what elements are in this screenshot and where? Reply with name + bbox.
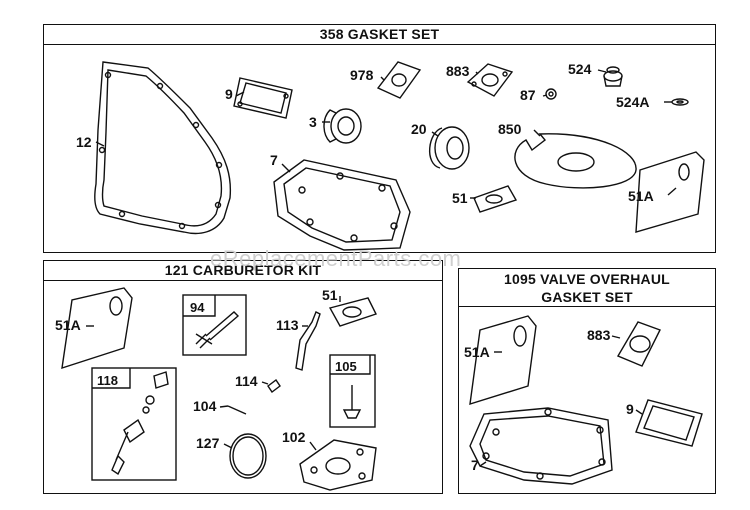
watermark: eReplacementParts.com bbox=[210, 246, 462, 271]
head-gasket-part-7 bbox=[273, 159, 411, 251]
intake-gasket-part-883-valve bbox=[616, 321, 661, 367]
seal-part-87 bbox=[545, 88, 557, 100]
label-524: 524 bbox=[568, 61, 592, 77]
label-850: 850 bbox=[498, 121, 522, 137]
gasket-part-51 bbox=[473, 185, 518, 213]
pin-part-104 bbox=[227, 405, 247, 415]
valve-overhaul-title-line2: GASKET SET bbox=[541, 289, 633, 305]
label-51a: 51A bbox=[628, 188, 654, 204]
label-94: 94 bbox=[190, 300, 205, 315]
needle-part-113 bbox=[295, 311, 321, 371]
label-883-valve: 883 bbox=[587, 327, 611, 343]
intake-gasket-part-883 bbox=[466, 63, 514, 97]
valve-cover-gasket-part-9-valve bbox=[635, 399, 703, 447]
valve-cover-gasket-part-9 bbox=[233, 77, 293, 119]
air-guide-part-850 bbox=[514, 133, 637, 189]
label-127: 127 bbox=[196, 435, 220, 451]
gasket-part-51-carb bbox=[328, 297, 377, 327]
label-114: 114 bbox=[235, 373, 258, 389]
label-883: 883 bbox=[446, 63, 470, 79]
crankcase-gasket-part-12 bbox=[94, 61, 232, 235]
gasket-part-978 bbox=[376, 61, 422, 99]
label-20: 20 bbox=[411, 121, 427, 137]
label-9-valve: 9 bbox=[626, 401, 634, 417]
label-105: 105 bbox=[335, 359, 357, 374]
valve-overhaul-title-line1: 1095 VALVE OVERHAUL bbox=[504, 271, 670, 287]
gasket-part-127 bbox=[229, 433, 267, 479]
label-3: 3 bbox=[309, 114, 317, 130]
washer-part-524a bbox=[671, 98, 689, 106]
head-gasket-part-7-valve bbox=[469, 407, 613, 485]
carburetor-kit-title: 121 CARBURETOR KIT bbox=[44, 261, 442, 281]
label-104: 104 bbox=[193, 398, 217, 414]
label-524a: 524A bbox=[616, 94, 649, 110]
part-114 bbox=[267, 378, 281, 394]
valve-overhaul-title: 1095 VALVE OVERHAUL GASKET SET bbox=[459, 269, 715, 307]
label-9: 9 bbox=[225, 86, 233, 102]
gasket-set-title: 358 GASKET SET bbox=[44, 25, 715, 45]
plate-part-51a-carb bbox=[61, 287, 133, 370]
seal-part-20 bbox=[434, 126, 470, 170]
label-978: 978 bbox=[350, 67, 374, 83]
label-51a-valve: 51A bbox=[464, 344, 490, 360]
valve-overhaul-panel: 1095 VALVE OVERHAUL GASKET SET bbox=[458, 268, 716, 494]
label-118: 118 bbox=[97, 373, 118, 388]
carburetor-kit-panel: 121 CARBURETOR KIT bbox=[43, 260, 443, 494]
label-7: 7 bbox=[270, 152, 278, 168]
gasket-part-102 bbox=[299, 439, 377, 491]
label-7-valve: 7 bbox=[471, 457, 479, 473]
gasket-set-panel: 358 GASKET SET bbox=[43, 24, 716, 253]
label-51: 51 bbox=[452, 190, 468, 206]
label-12: 12 bbox=[76, 134, 92, 150]
label-51a-carb: 51A bbox=[55, 317, 81, 333]
part-105-box bbox=[329, 354, 376, 428]
label-51-carb: 51 bbox=[322, 287, 338, 303]
plate-part-51a-valve bbox=[469, 315, 537, 405]
part-118-box bbox=[91, 367, 177, 481]
oil-seal-part-3 bbox=[330, 108, 362, 144]
label-113: 113 bbox=[276, 317, 299, 333]
label-87: 87 bbox=[520, 87, 536, 103]
plate-part-51a bbox=[635, 151, 705, 233]
label-102: 102 bbox=[282, 429, 306, 445]
